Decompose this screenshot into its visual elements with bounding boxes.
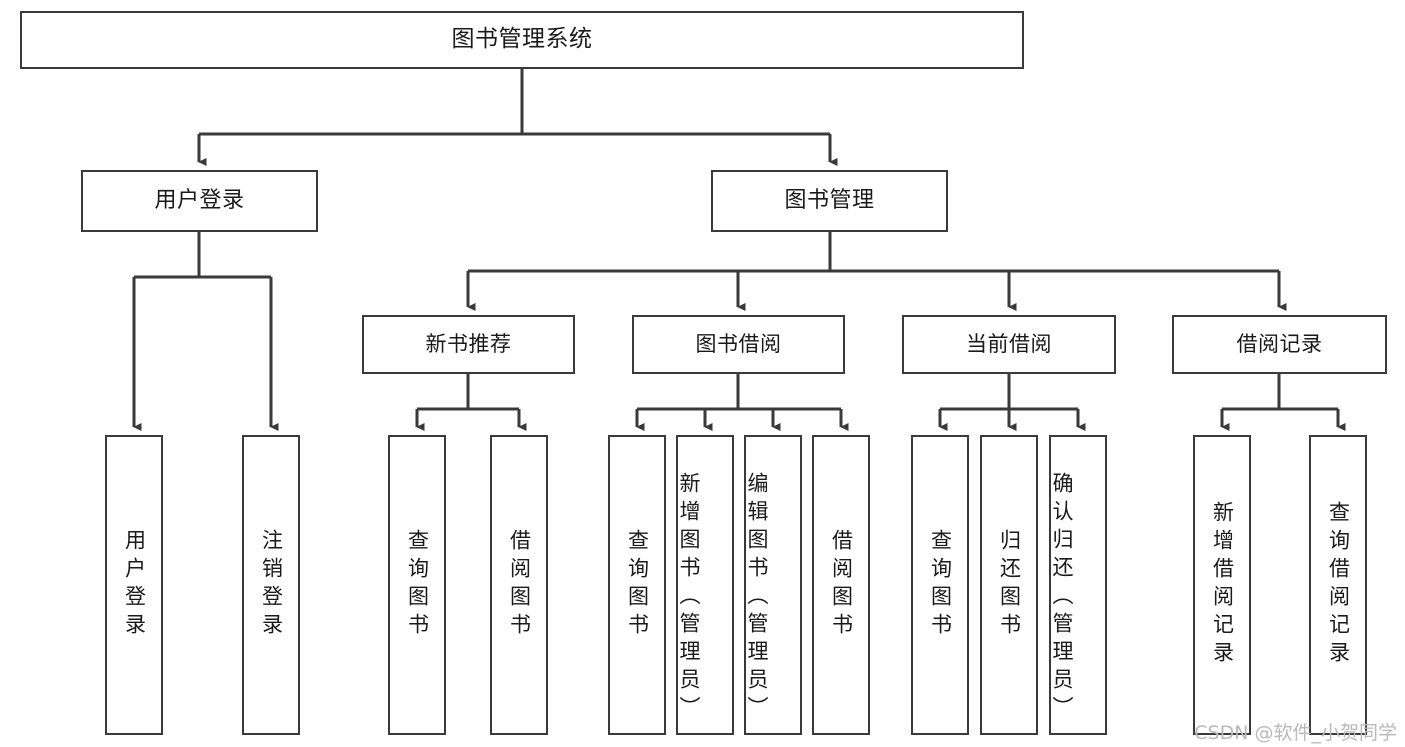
leaf-book-borrow-edit-label: 编辑图书（管理员） — [745, 472, 769, 724]
node-user-login[interactable]: 用户登录 — [81, 170, 318, 232]
leaf-current-borrow-confirm[interactable]: 确认归还（管理员） — [1049, 435, 1107, 735]
leaf-user-login-logout[interactable]: 注销登录 — [242, 435, 300, 735]
leaf-book-borrow-edit[interactable]: 编辑图书（管理员） — [744, 435, 802, 735]
leaf-new-book-query[interactable]: 查询图书 — [388, 435, 446, 735]
node-book-borrow[interactable]: 图书借阅 — [632, 315, 845, 374]
node-current-borrow-label: 当前借阅 — [966, 332, 1052, 357]
leaf-book-borrow-query[interactable]: 查询图书 — [608, 435, 666, 735]
leaf-current-borrow-return-label: 归还图书 — [997, 529, 1022, 641]
leaf-book-borrow-borrow[interactable]: 借阅图书 — [812, 435, 870, 735]
node-borrow-record[interactable]: 借阅记录 — [1172, 315, 1387, 374]
node-book-management[interactable]: 图书管理 — [711, 170, 948, 232]
leaf-current-borrow-confirm-label: 确认归还（管理员） — [1050, 472, 1074, 724]
leaf-book-borrow-add-label: 新增图书（管理员） — [677, 472, 701, 724]
leaf-book-borrow-query-label: 查询图书 — [625, 529, 650, 641]
node-new-book-recommend[interactable]: 新书推荐 — [362, 315, 575, 374]
node-user-login-label: 用户登录 — [154, 188, 245, 214]
node-new-book-recommend-label: 新书推荐 — [425, 332, 512, 357]
leaf-user-login-login[interactable]: 用户登录 — [105, 435, 163, 735]
leaf-book-borrow-borrow-label: 借阅图书 — [829, 529, 854, 641]
leaf-user-login-login-label: 用户登录 — [122, 529, 147, 641]
node-root-system-label: 图书管理系统 — [451, 26, 593, 53]
leaf-book-borrow-add[interactable]: 新增图书（管理员） — [676, 435, 734, 735]
node-borrow-record-label: 借阅记录 — [1236, 332, 1323, 357]
leaf-new-book-borrow-label: 借阅图书 — [507, 529, 532, 641]
node-book-borrow-label: 图书借阅 — [695, 332, 782, 357]
leaf-borrow-record-query-label: 查询借阅记录 — [1326, 501, 1351, 669]
leaf-user-login-logout-label: 注销登录 — [259, 529, 284, 641]
leaf-new-book-borrow[interactable]: 借阅图书 — [490, 435, 548, 735]
leaf-current-borrow-query-label: 查询图书 — [928, 529, 953, 641]
leaf-borrow-record-query[interactable]: 查询借阅记录 — [1309, 435, 1367, 735]
leaf-current-borrow-return[interactable]: 归还图书 — [980, 435, 1038, 735]
leaf-borrow-record-add-label: 新增借阅记录 — [1210, 501, 1235, 669]
node-root-system[interactable]: 图书管理系统 — [20, 11, 1024, 69]
node-book-management-label: 图书管理 — [784, 188, 875, 214]
node-current-borrow[interactable]: 当前借阅 — [902, 315, 1116, 374]
leaf-current-borrow-query[interactable]: 查询图书 — [911, 435, 969, 735]
leaf-new-book-query-label: 查询图书 — [405, 529, 430, 641]
leaf-borrow-record-add[interactable]: 新增借阅记录 — [1193, 435, 1251, 735]
